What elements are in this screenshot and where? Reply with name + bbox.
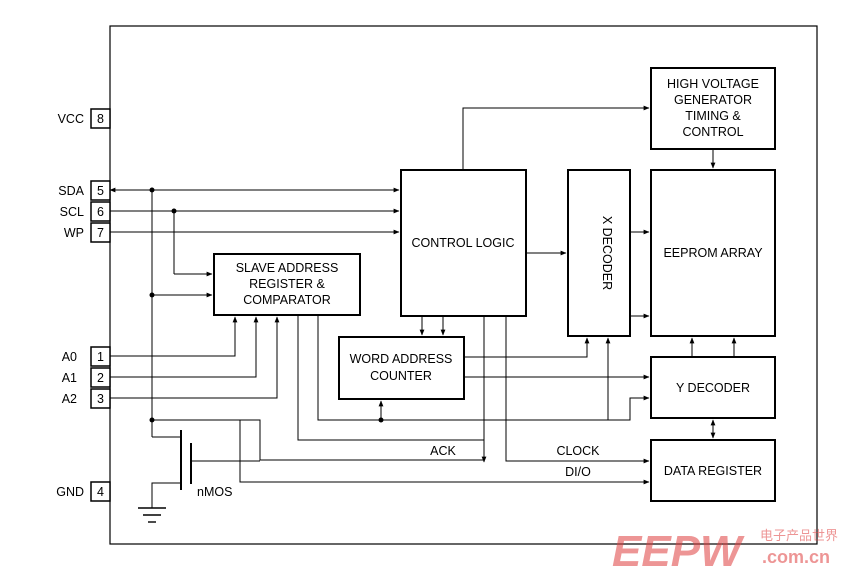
pin-a1: A1 2 [62, 367, 111, 388]
pin-scl: SCL 6 [60, 201, 111, 222]
pin-gnd-number: 4 [97, 485, 104, 499]
pin-a1-number: 2 [97, 371, 104, 385]
pin-sda-label: SDA [58, 184, 84, 198]
slave-line-2: REGISTER & [249, 277, 325, 291]
x-decoder-block: X DECODER [567, 169, 631, 337]
control-logic-label: CONTROL LOGIC [411, 236, 514, 250]
y-decoder-label: Y DECODER [676, 381, 750, 395]
pin-a0-label: A0 [62, 350, 77, 364]
pin-a0-number: 1 [97, 350, 104, 364]
pin-a1-label: A1 [62, 371, 77, 385]
pin-a2-label: A2 [62, 392, 77, 406]
pin-vcc-number: 8 [97, 112, 104, 126]
pin-sda: SDA 5 [58, 180, 111, 201]
dio-label: DI/O [565, 465, 591, 479]
pin-a0: A0 1 [62, 346, 111, 367]
nmos-label: nMOS [197, 485, 232, 499]
watermark-logo: EEPW [612, 527, 745, 571]
hv-line-4: CONTROL [682, 125, 743, 139]
ack-label: ACK [430, 444, 456, 458]
data-register-label: DATA REGISTER [664, 464, 762, 478]
control-logic-block: CONTROL LOGIC [400, 169, 527, 317]
eeprom-array-label: EEPROM ARRAY [663, 246, 763, 260]
pin-a2-number: 3 [97, 392, 104, 406]
word-line-1: WORD ADDRESS [350, 352, 453, 366]
pin-a2: A2 3 [62, 388, 111, 409]
pin-scl-number: 6 [97, 205, 104, 219]
word-line-2: COUNTER [370, 369, 432, 383]
pin-gnd-label: GND [56, 485, 84, 499]
wiring [109, 105, 737, 523]
clock-label: CLOCK [556, 444, 600, 458]
pin-wp-label: WP [64, 226, 84, 240]
pin-scl-label: SCL [60, 205, 84, 219]
eepw-watermark: EEPW 电子产品世界 .com.cn [612, 527, 838, 571]
pin-sda-number: 5 [97, 184, 104, 198]
pin-vcc-label: VCC [58, 112, 84, 126]
pin-vcc: VCC 8 [58, 108, 111, 129]
hv-line-3: TIMING & [685, 109, 741, 123]
x-decoder-label: X DECODER [600, 216, 614, 290]
word-address-block: WORD ADDRESS COUNTER [338, 336, 465, 400]
hv-line-1: HIGH VOLTAGE [667, 77, 759, 91]
pin-wp: WP 7 [64, 222, 111, 243]
chip-outline [109, 25, 818, 545]
slave-line-1: SLAVE ADDRESS [236, 261, 339, 275]
hv-line-2: GENERATOR [674, 93, 752, 107]
hv-generator-block: HIGH VOLTAGE GENERATOR TIMING & CONTROL [650, 67, 776, 150]
data-register-block: DATA REGISTER [650, 439, 776, 502]
pin-wp-number: 7 [97, 226, 104, 240]
y-decoder-block: Y DECODER [650, 356, 776, 419]
slave-line-3: COMPARATOR [243, 293, 331, 307]
pin-gnd: GND 4 [56, 481, 111, 502]
watermark-cn: 电子产品世界 [760, 529, 838, 544]
watermark-url: .com.cn [762, 547, 830, 567]
slave-address-block: SLAVE ADDRESS REGISTER & COMPARATOR [213, 253, 361, 316]
eeprom-array-block: EEPROM ARRAY [650, 169, 776, 337]
